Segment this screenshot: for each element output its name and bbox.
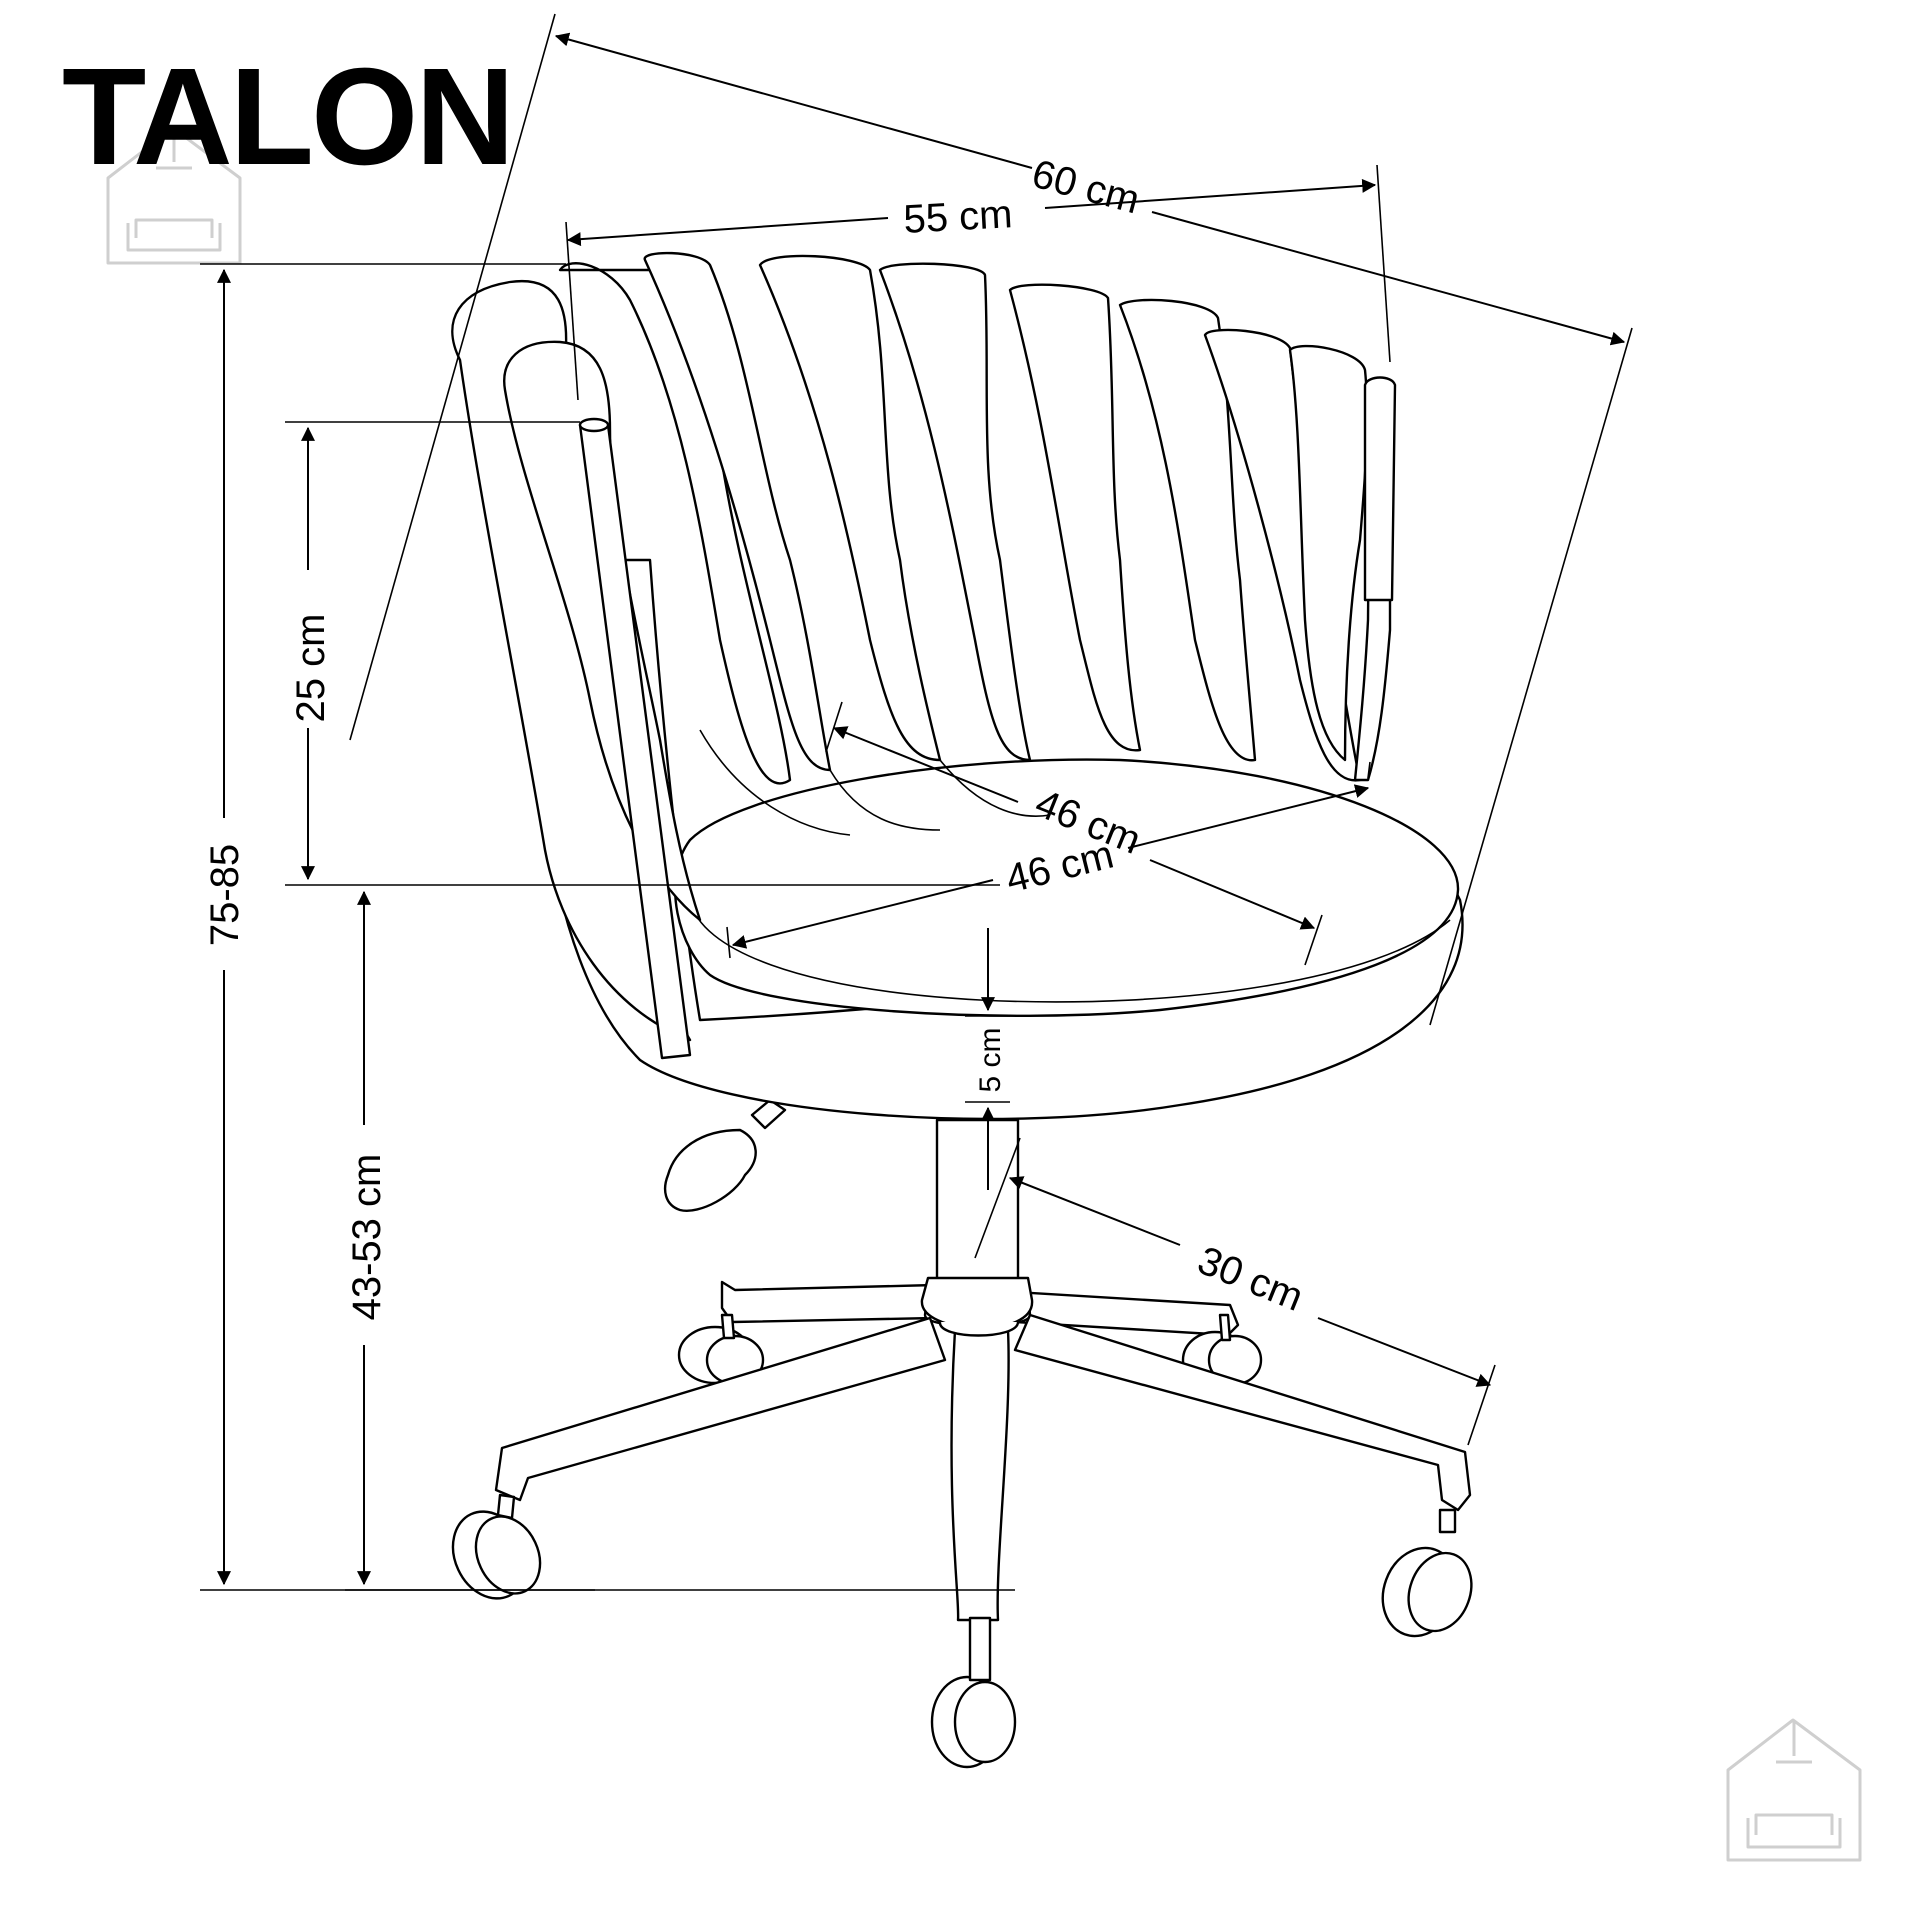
total-height-label: 75-85 xyxy=(203,844,247,946)
backrest-height-label: 25 cm xyxy=(289,614,333,723)
seat-height-label: 43-53 cm xyxy=(345,1154,389,1321)
dimension-seat-height: 43-53 cm xyxy=(345,890,1015,1591)
product-title: TALON xyxy=(62,40,515,194)
house-sofa-icon xyxy=(1726,1718,1862,1862)
chair-backrest xyxy=(451,251,1397,1060)
dimension-overall-width: 55 cm xyxy=(565,164,1391,401)
dimension-seat-thickness: 5 cm xyxy=(965,928,1010,1190)
chair-illustration xyxy=(451,251,1473,1769)
seat-thickness-label: 5 cm xyxy=(974,1027,1007,1092)
overall-depth-label: 60 cm xyxy=(1027,152,1144,223)
dimension-total-height: 75-85 xyxy=(200,263,595,1591)
chair-seat xyxy=(539,558,1464,1121)
dimension-backrest-height: 25 cm xyxy=(285,421,1000,886)
chair-base xyxy=(451,1098,1473,1769)
overall-width-label: 55 cm xyxy=(902,192,1013,242)
house-sofa-icon xyxy=(106,126,242,265)
